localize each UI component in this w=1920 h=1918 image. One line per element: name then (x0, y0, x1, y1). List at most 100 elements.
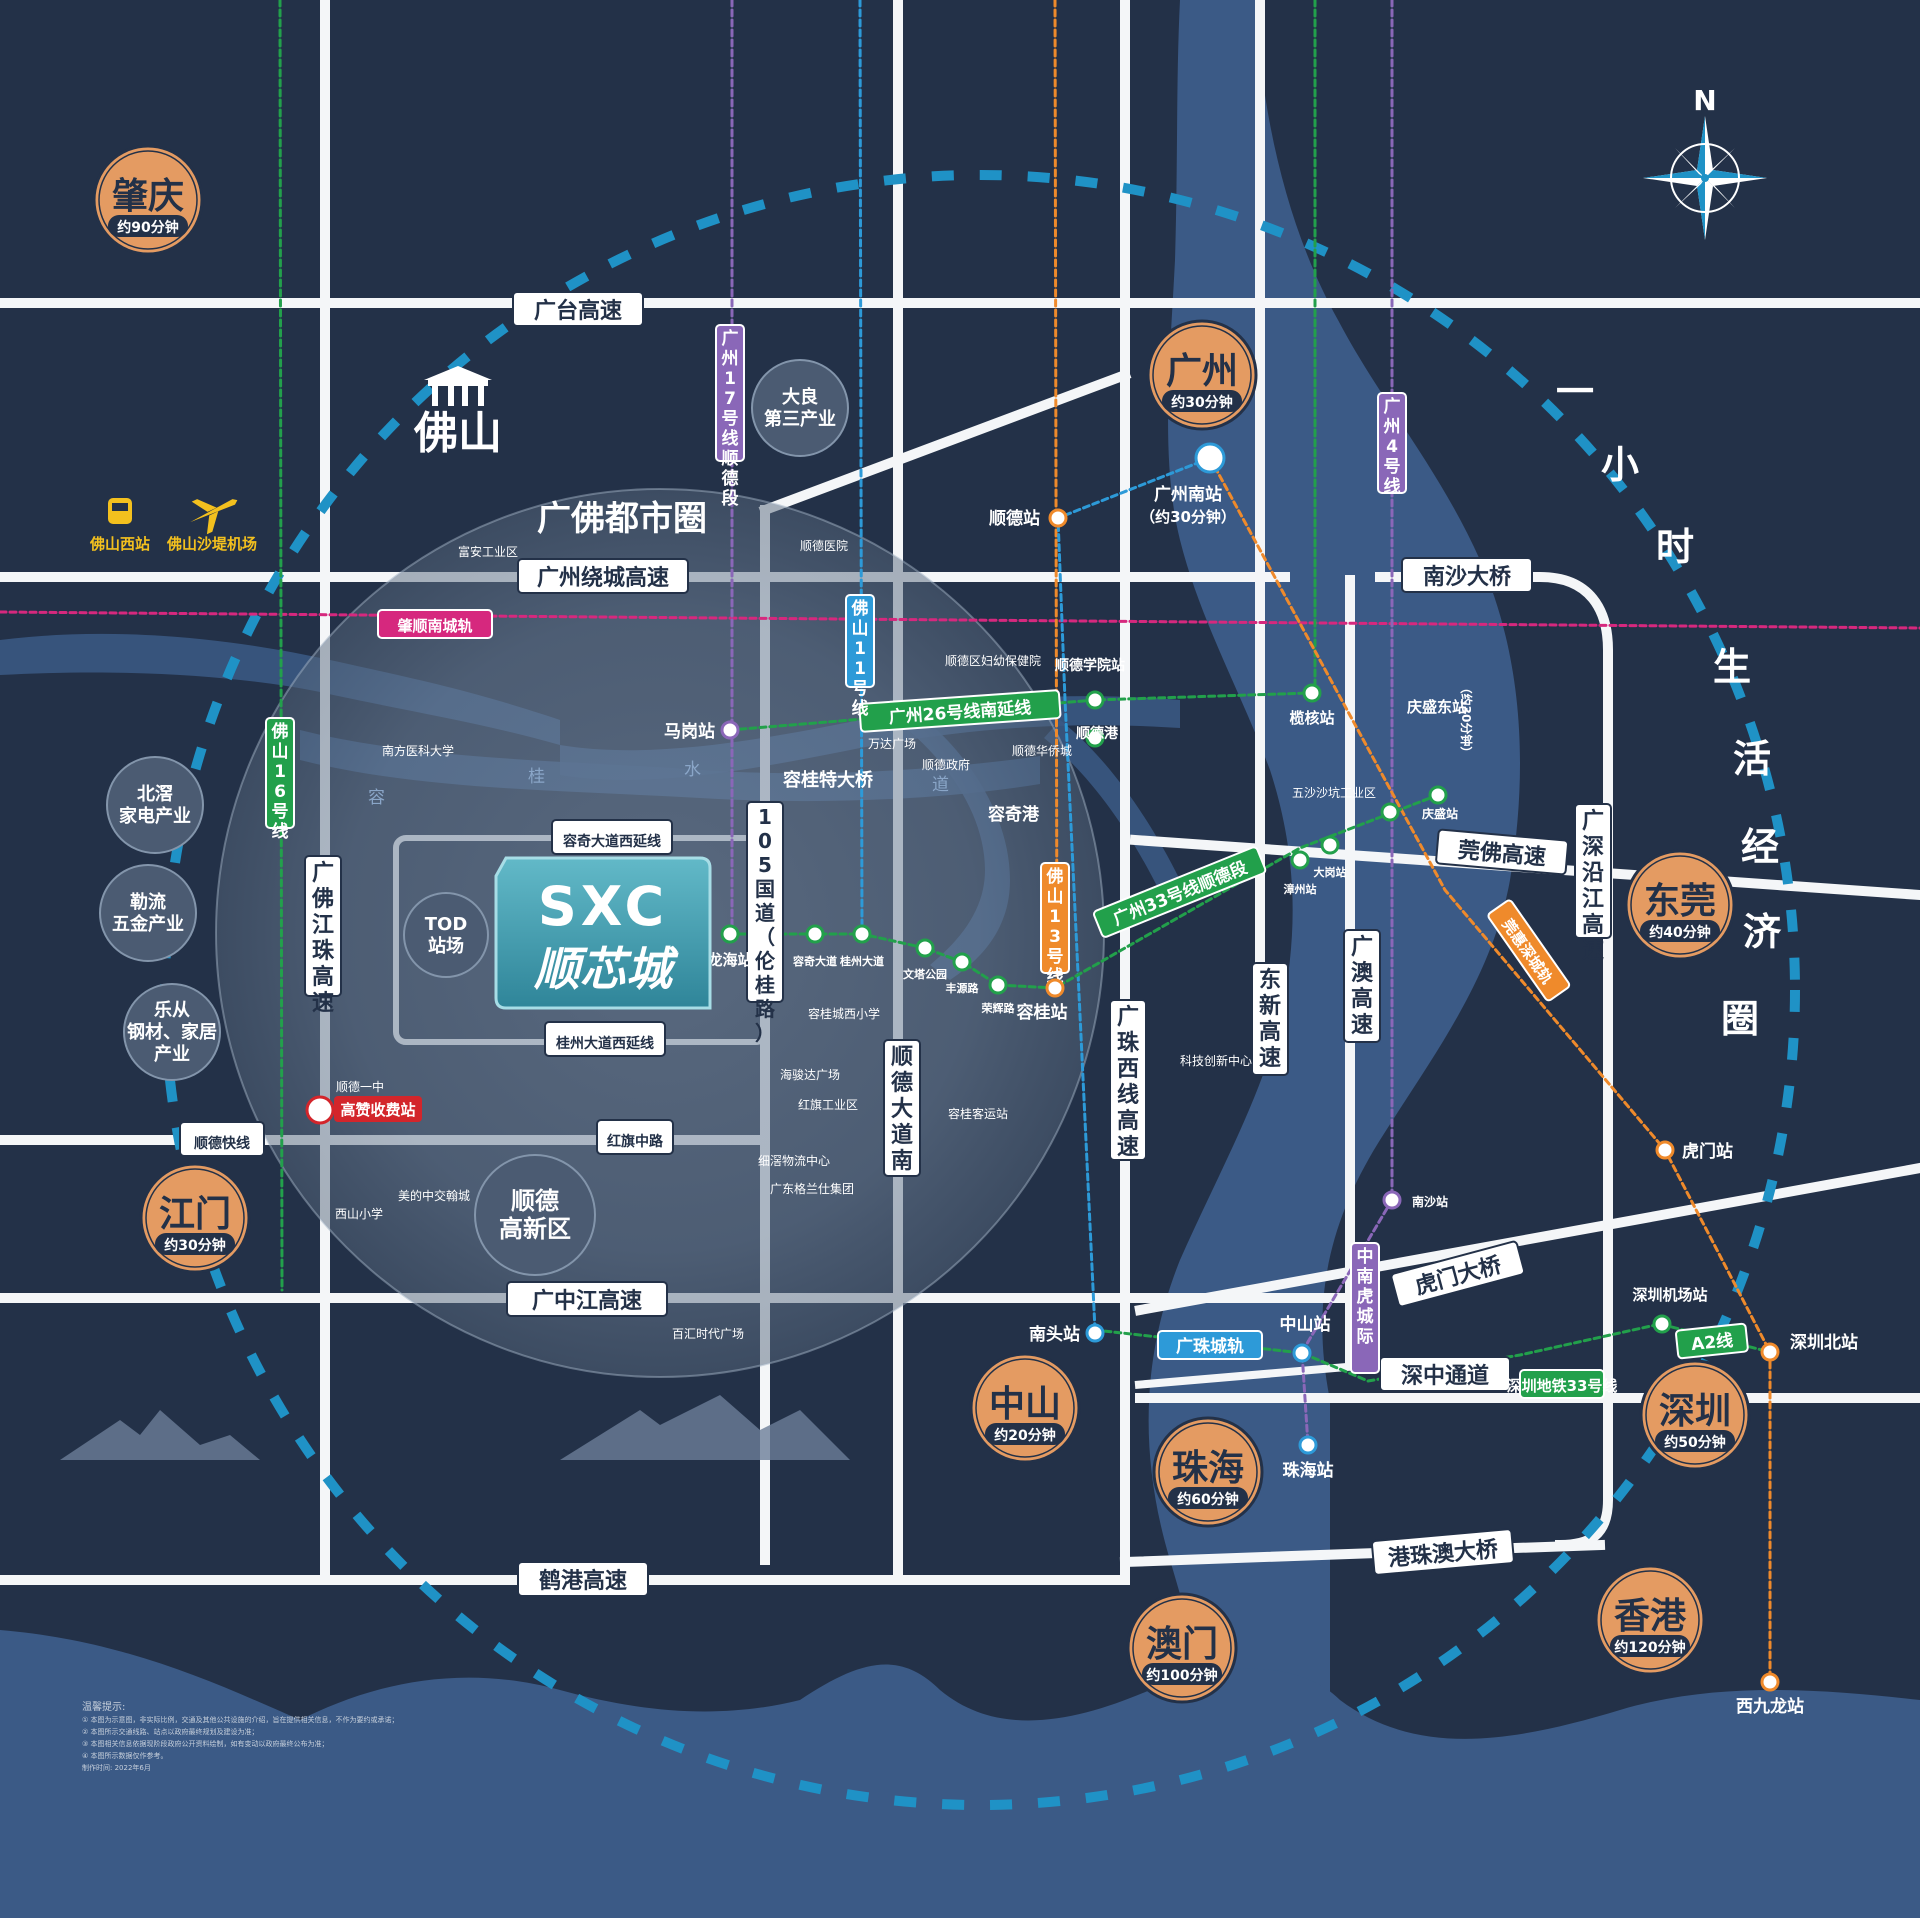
city-time-hongkong: 约120分钟 (1614, 1639, 1685, 1656)
station-rongqi_dadao: 容奇大道 (792, 924, 837, 968)
poi-gaozan-toll-label: 高赞收费站 (340, 1101, 415, 1119)
zone-tod-line-0: TOD (425, 914, 468, 935)
poi-hongqi_ind: 红旗工业区 (798, 1097, 858, 1112)
road-label-raocheng: 广州绕城高速 (517, 558, 689, 594)
disclaimer: 温馨提示: ① 本图为示意图，非实际比例，交通及其他公共设施的介绍，旨在提供相关信… (82, 1700, 399, 1772)
station-sz_airport: 深圳机场站 (1632, 1286, 1708, 1334)
city-time-macau: 约100分钟 (1146, 1667, 1217, 1684)
station-label-dagang: 大岗站 (1314, 865, 1347, 879)
poi-labels: 富安工业区顺德医院顺德区妇幼保健院万达广场顺德政府顺德华侨城南方医科大学容桂特大… (305, 538, 1376, 1341)
road-text-hongqi: 红旗中路 (607, 1133, 664, 1150)
station-humen: 虎门站 (1655, 1140, 1733, 1162)
hub-shadi-airport: 佛山沙堤机场 (166, 535, 257, 553)
guangfo-circle-title: 广佛都市圈 (537, 499, 707, 539)
station-note-qingsheng-east: （约30分钟） (1459, 682, 1474, 759)
road-label-shunde_kuaixian: 顺德快线 (179, 1121, 265, 1157)
poi-gaozan-toll: 高赞收费站 (305, 1095, 422, 1125)
mountain-decorations (60, 1395, 850, 1460)
station-ronghui: 荣辉路 (981, 975, 1016, 1015)
road-label-hegang: 鹤港高速 (517, 1561, 649, 1597)
station-dagang: 大岗站 (1314, 835, 1347, 879)
zone-gaoxin-line-0: 顺德 (511, 1187, 559, 1215)
station-longhai: 龙海站 (706, 924, 753, 969)
disclaimer-line-4: ④ 本图所示数据仅作参考。 (82, 1751, 168, 1760)
poi-baihui: 百汇时代广场 (672, 1327, 744, 1341)
road-label-shenzhong: 深中通道 (1379, 1356, 1511, 1392)
airplane-icon (190, 499, 238, 535)
station-label-wenta: 文塔公园 (903, 967, 947, 981)
station-note-gz-south: （约30分钟） (1140, 508, 1236, 526)
city-time-guangzhou: 约30分钟 (1171, 394, 1232, 411)
city-time-shenzhen: 约50分钟 (1664, 1434, 1725, 1451)
line-text-guangzhu: 广珠城轨 (1176, 1336, 1244, 1357)
station-label-ronggui: 容桂站 (1017, 1002, 1068, 1023)
road-label-guizhou_west: 桂州大道西延线 (544, 1021, 666, 1057)
road-label-guangao: 广澳高速 (1343, 929, 1381, 1043)
zone-leliu-line-0: 勒流 (130, 891, 166, 913)
road-text-shunde_dadao_nan: 顺德大道南 (891, 1045, 913, 1174)
ring-char-3: 生 (1713, 645, 1751, 689)
poi-river_rong: 容 (368, 788, 385, 808)
station-ronggui: 容桂站 (1017, 978, 1068, 1023)
road-label-gangzhuao: 港珠澳大桥 (1371, 1528, 1515, 1576)
project-name: 顺芯城 (533, 942, 679, 996)
line-label-zhongnanhu: 中南虎城际 (1350, 1242, 1380, 1374)
road-text-guangshen_coast: 广深沿江高速 (1582, 808, 1604, 964)
station-fengyuan: 丰源路 (946, 952, 979, 995)
station-label-shunde_xueyuan: 顺德学院站 (1055, 657, 1125, 674)
station-shunde_xueyuan: 顺德学院站 (1055, 657, 1125, 710)
zone-lecong-line-0: 乐从 (154, 1000, 190, 1021)
road-text-guangtai: 广台高速 (534, 298, 622, 324)
road-label-guangshen_coast: 广深沿江高速 (1574, 803, 1612, 964)
poi-wanda: 万达广场 (868, 737, 916, 751)
station-wenta: 文塔公园 (903, 938, 947, 981)
city-name-shenzhen: 深圳 (1659, 1391, 1731, 1432)
station-label-lanhe: 榄核站 (1289, 709, 1334, 727)
poi-rongui_bus: 容桂客运站 (948, 1106, 1008, 1121)
road-text-nansha_bridge: 南沙大桥 (1423, 564, 1511, 590)
road-label-hongqi: 红旗中路 (596, 1119, 674, 1155)
zone-lecong-line-2: 产业 (154, 1043, 190, 1065)
line-label-a2: A2线 (1675, 1322, 1749, 1360)
ring-char-7: 圈 (1721, 997, 1759, 1041)
station-qingsheng_east: 庆盛东站 (1407, 698, 1467, 805)
zone-tod-line-1: 站场 (428, 935, 464, 957)
ring-char-2: 时 (1656, 525, 1694, 569)
metro-line-labels: 肇顺南城轨广州26号线南延线广州33号线顺德段广珠城轨深圳地铁33号线A2线莞惠… (265, 324, 1749, 1399)
ring-char-6: 济 (1743, 910, 1782, 954)
city-badges: 肇庆约90分钟广州约30分钟东莞约40分钟江门约30分钟中山约20分钟珠海约60… (92, 144, 1751, 1704)
compass-icon (1643, 116, 1767, 240)
station-label-shunde: 顺德站 (989, 508, 1040, 529)
station-label-ronghui: 荣辉路 (981, 1001, 1016, 1015)
disclaimer-line-0: 温馨提示: (82, 1700, 125, 1713)
station-label-qingsheng: 庆盛站 (1421, 806, 1458, 821)
poi-no1: 顺德一中 (336, 1079, 384, 1094)
project-logo: SXC 顺芯城 (494, 856, 712, 1010)
city-region-foshan: 佛山 (413, 408, 502, 459)
station-magang: 马岗站 (664, 720, 740, 742)
station-label-rongqi_dadao: 容奇大道 (792, 954, 837, 968)
station-gz_south: 广州南站 (1154, 442, 1226, 505)
poi-river_dao: 道 (932, 775, 949, 795)
compass-north-label: N (1693, 84, 1716, 117)
road-label-guanfo: 莞佛高速 (1435, 828, 1569, 876)
poi-river_shui: 水 (684, 760, 701, 780)
disclaimer-line-1: ① 本图为示意图，非实际比例，交通及其他公共设施的介绍，旨在提供相关信息，不作为… (82, 1715, 399, 1724)
road-text-dongxin: 东新高速 (1259, 967, 1281, 1071)
ring-char-4: 活 (1733, 737, 1771, 781)
road-label-rongqi_west: 容奇大道西延线 (551, 819, 673, 855)
